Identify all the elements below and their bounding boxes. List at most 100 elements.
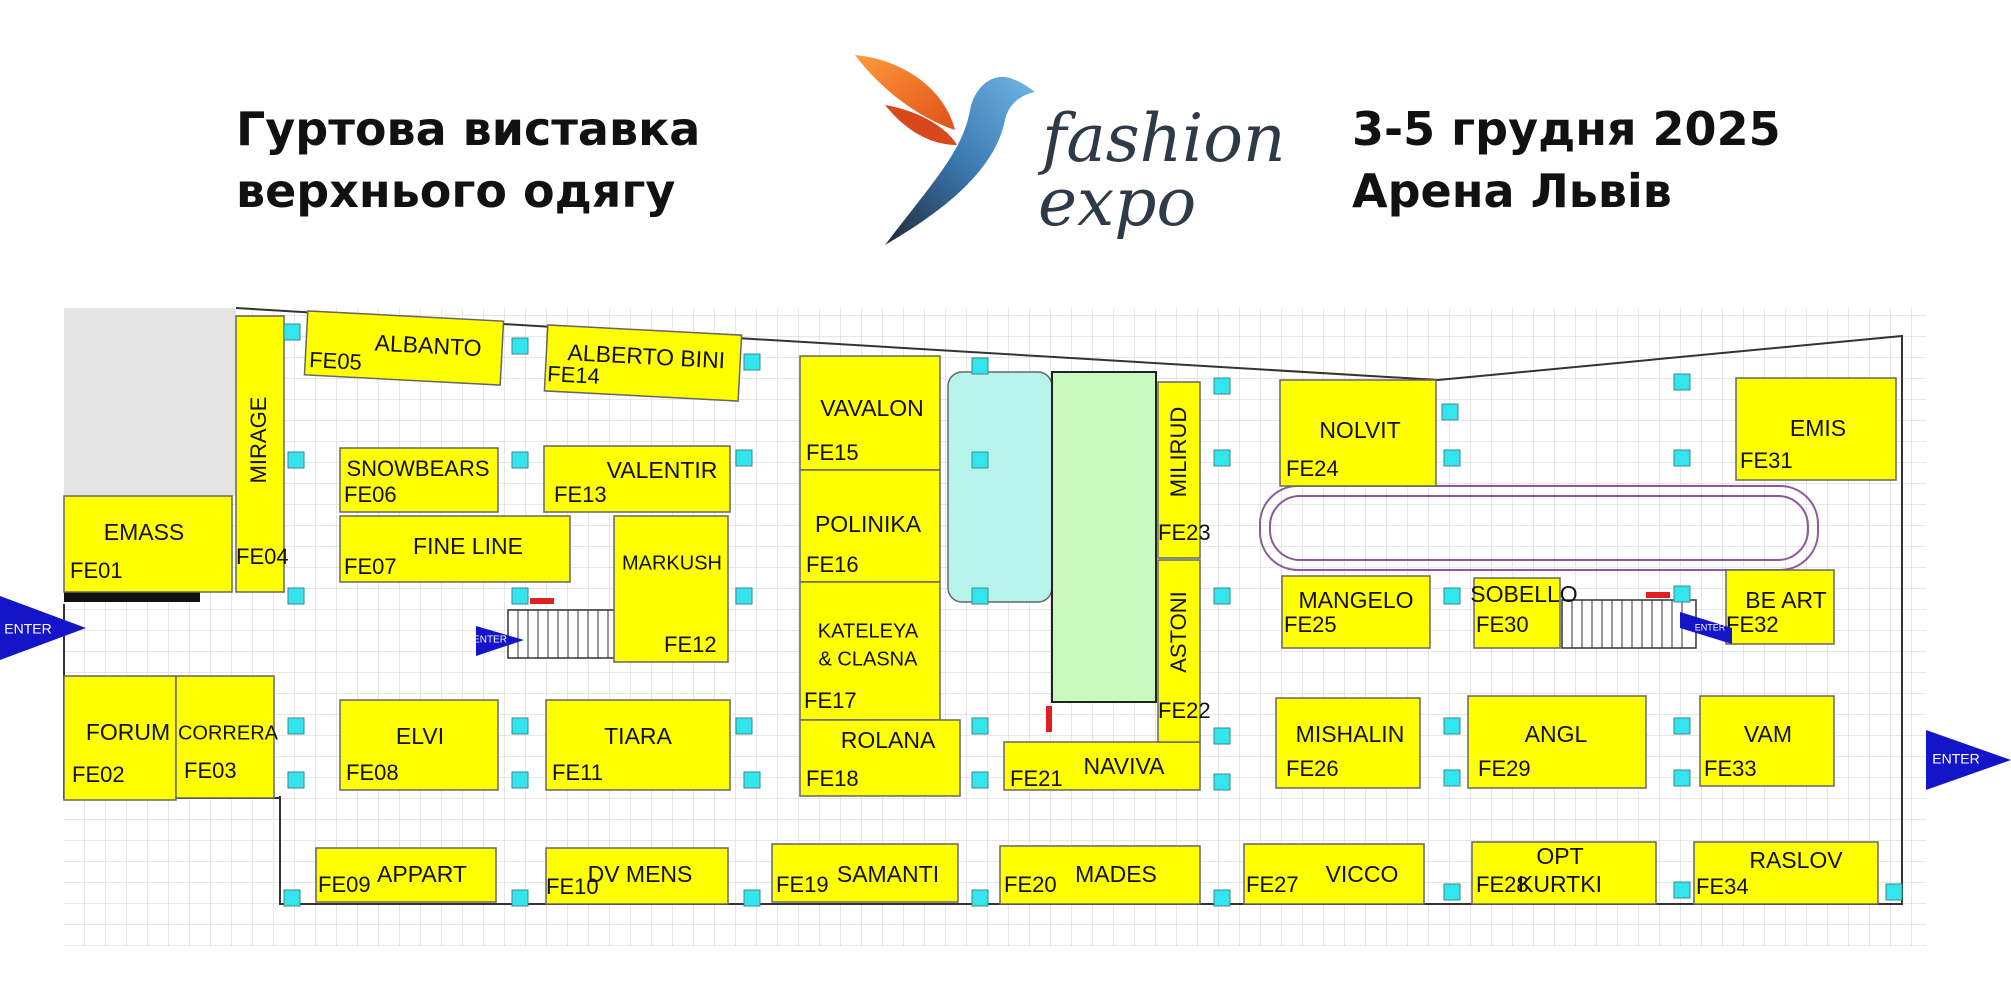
- booth-rect[interactable]: [63, 675, 177, 801]
- booth-rect[interactable]: [1003, 741, 1201, 791]
- booth-id: FE19: [776, 872, 829, 897]
- booth-id: FE01: [70, 558, 123, 583]
- booth-rect[interactable]: [1471, 841, 1657, 905]
- pillar: [1213, 889, 1231, 907]
- booth-rect[interactable]: [799, 581, 941, 721]
- booth-id: FE05: [309, 347, 363, 375]
- booth-rect[interactable]: [545, 699, 731, 791]
- pillar: [971, 717, 989, 735]
- booth-rect[interactable]: [543, 445, 731, 513]
- booth-rect[interactable]: [339, 515, 571, 583]
- pillar: [735, 587, 753, 605]
- booth-rect[interactable]: [799, 719, 961, 797]
- booth-rect[interactable]: [543, 324, 743, 402]
- pillar: [971, 889, 989, 907]
- booth-fe05[interactable]: ALBANTO FE05: [303, 310, 505, 386]
- booth-rect[interactable]: [1279, 379, 1437, 487]
- svg-text:ENTER: ENTER: [473, 635, 507, 646]
- booth-id: FE08: [346, 760, 399, 785]
- svg-text:ENTER: ENTER: [4, 621, 51, 637]
- booth-rect[interactable]: [1243, 843, 1425, 905]
- booth-name: APPART: [377, 861, 467, 887]
- booth-rect[interactable]: [999, 845, 1201, 905]
- booth-rect[interactable]: [315, 847, 497, 903]
- header-left-line1: Гуртова виставка: [236, 102, 701, 156]
- booth-rect[interactable]: [799, 469, 941, 583]
- booth-rect[interactable]: [1473, 577, 1561, 649]
- booth-id: FE18: [806, 766, 859, 791]
- booth-name: ALBANTO: [374, 330, 482, 362]
- booth-rect[interactable]: [339, 699, 499, 791]
- booth-rect[interactable]: [771, 843, 959, 903]
- booth-name: MANGELO: [1298, 587, 1413, 613]
- booth-rect[interactable]: [339, 447, 499, 513]
- booth-rect[interactable]: [1467, 695, 1647, 789]
- booth-id: FE30: [1476, 612, 1529, 637]
- booth-rect[interactable]: [1699, 695, 1835, 787]
- booth-id: FE32: [1726, 612, 1779, 637]
- booth-id: FE07: [344, 554, 397, 579]
- pillar: [511, 889, 529, 907]
- booth-rect[interactable]: [235, 315, 285, 593]
- booth-rect[interactable]: [1281, 575, 1431, 649]
- pillar: [511, 451, 529, 469]
- booth-rect[interactable]: [1157, 381, 1201, 559]
- booth-id: FE33: [1704, 756, 1757, 781]
- pillar: [1443, 769, 1461, 787]
- booth-rect[interactable]: [175, 675, 275, 799]
- booth-rect[interactable]: [613, 515, 729, 663]
- booth-id: FE34: [1696, 874, 1749, 899]
- booth-name: SNOWBEARS: [346, 456, 489, 481]
- booth-rect[interactable]: [1275, 697, 1421, 789]
- booth-rect[interactable]: [1725, 569, 1835, 645]
- booth-rect[interactable]: [1693, 841, 1879, 905]
- booth-rect[interactable]: [303, 310, 505, 386]
- booth-rect[interactable]: [1157, 559, 1201, 743]
- booth-name: FINE LINE: [413, 533, 523, 559]
- booth-id: FE04: [236, 544, 289, 569]
- booth-id: FE16: [806, 552, 859, 577]
- stairs-right: [1561, 592, 1697, 649]
- booth-rect[interactable]: [545, 847, 729, 905]
- booth-rect[interactable]: [1735, 377, 1897, 481]
- booth-name: MISHALIN: [1296, 721, 1405, 747]
- booth-rect[interactable]: [799, 355, 941, 471]
- pillar: [1443, 449, 1461, 467]
- pillar: [283, 889, 301, 907]
- booth-id: FE10: [546, 874, 599, 899]
- booth-rect[interactable]: [63, 495, 233, 593]
- booth-fe07[interactable]: FINE LINE FE07: [339, 515, 571, 583]
